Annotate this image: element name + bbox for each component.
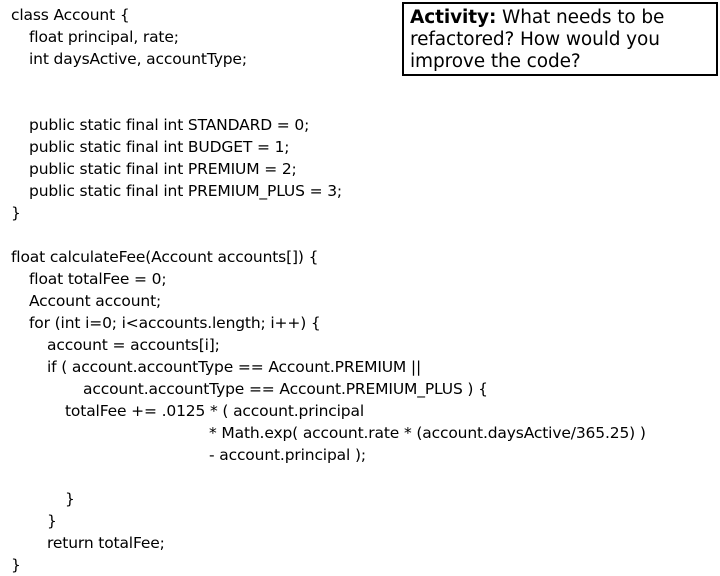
slide-canvas: class Account { float principal, rate; int… (11, 2, 718, 574)
activity-label: Activity: (410, 7, 497, 28)
code-line-blank (0, 92, 720, 114)
code-line: public static final int BUDGET = 1; (29, 138, 290, 156)
activity-callout-text: Activity: What needs to be refactored? H… (410, 7, 711, 73)
activity-prompt: What needs to be refactored? How would y… (410, 7, 665, 72)
code-line: totalFee += .0125 * ( account.principal (65, 402, 365, 420)
code-line: } (11, 204, 21, 222)
code-line: class Account { (11, 6, 130, 24)
code-line: } (65, 490, 75, 508)
code-line: public static final int STANDARD = 0; (29, 116, 310, 134)
code-line: for (int i=0; i<accounts.length; i++) { (29, 314, 321, 332)
code-line: if ( account.accountType == Account.PREM… (47, 358, 422, 376)
code-listing: class Account { float principal, rate; int… (0, 4, 720, 576)
code-line: float calculateFee(Account accounts[]) { (11, 248, 319, 266)
code-line: } (47, 512, 57, 530)
activity-callout-box: Activity: What needs to be refactored? H… (402, 2, 718, 76)
code-line: account.accountType == Account.PREMIUM_P… (83, 380, 488, 398)
code-line: account = accounts[i]; (47, 336, 220, 354)
code-line: int daysActive, accountType; (29, 50, 247, 68)
code-line: public static final int PREMIUM_PLUS = 3… (29, 182, 342, 200)
code-line: Account account; (29, 292, 162, 310)
code-line: * Math.exp( account.rate * (account.days… (209, 424, 646, 442)
code-line: float principal, rate; (29, 28, 179, 46)
code-line-blank (0, 224, 720, 246)
code-line: - account.principal ); (209, 446, 366, 464)
code-line: return totalFee; (47, 534, 165, 552)
code-line: } (11, 556, 21, 574)
code-line-blank (0, 466, 720, 488)
code-line: public static final int PREMIUM = 2; (29, 160, 297, 178)
code-line: float totalFee = 0; (29, 270, 167, 288)
